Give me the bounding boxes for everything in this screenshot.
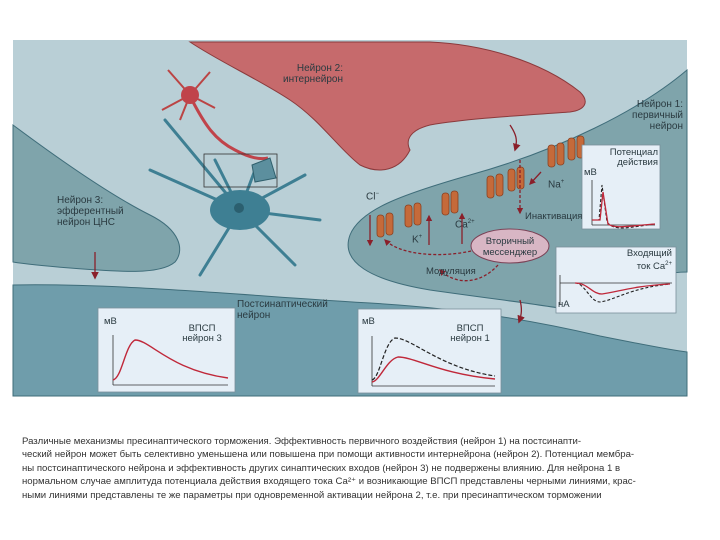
epsp1-title: ВПСП нейрон 1 — [441, 324, 499, 344]
potassium-label: K+ — [412, 232, 422, 245]
caption-line: ческий нейрон может быть селективно умен… — [22, 448, 698, 461]
neuron3-label: Нейрон 3: эфферентный нейрон ЦНС — [57, 195, 124, 228]
epsp3-title: ВПСП нейрон 3 — [172, 324, 232, 344]
caption-line: нормальном случае амплитуда потенциала д… — [22, 475, 698, 488]
second-messenger-label: Вторичный мессенджер — [470, 236, 550, 258]
modulation-label: Модуляция — [426, 266, 476, 277]
panel-epsp1 — [358, 309, 501, 393]
panel-epsp3 — [98, 308, 235, 392]
epsp1-unit: мВ — [362, 317, 375, 327]
inactivation-label: Инактивация — [525, 211, 582, 222]
action-potential-unit: мВ — [584, 168, 597, 178]
chloride-label: Cl− — [366, 189, 379, 202]
neuron2-label: Нейрон 2: интернейрон — [258, 63, 343, 85]
sodium-label: Na+ — [548, 177, 564, 190]
caption-line: ными линиями представлены те же параметр… — [22, 489, 698, 502]
neuron1-label: Нейрон 1: первичный нейрон — [598, 99, 683, 132]
postsynaptic-label: Постсинаптический нейрон — [237, 299, 328, 321]
caption-line: ны постсинаптического нейрона и эффектив… — [22, 462, 698, 475]
caption-line: Различные механизмы пресинаптического то… — [22, 435, 698, 448]
ca-current-title: Входящий ток Ca2+ — [600, 249, 672, 272]
figure-caption: Различные механизмы пресинаптического то… — [22, 435, 698, 502]
epsp3-unit: мВ — [104, 317, 117, 327]
calcium-label: Ca2+ — [455, 217, 475, 230]
action-potential-title: Потенциал действия — [600, 148, 658, 168]
ca-current-unit: нА — [558, 300, 570, 310]
